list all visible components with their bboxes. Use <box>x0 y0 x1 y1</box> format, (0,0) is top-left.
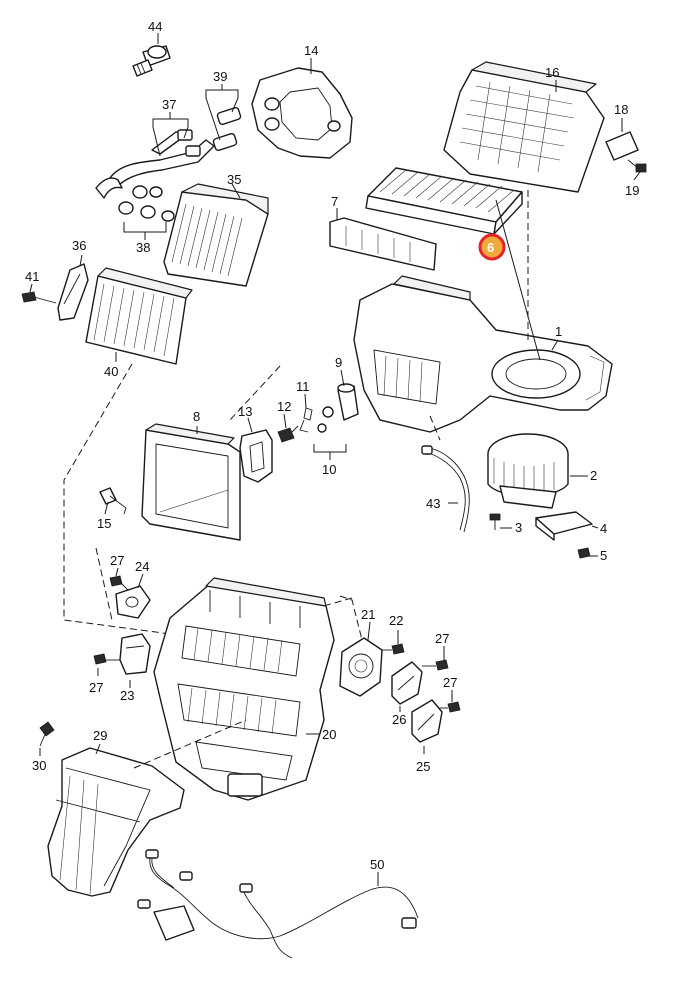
part-2-blower-motor <box>487 433 588 509</box>
callout-37: 37 <box>162 97 176 112</box>
callout-35: 35 <box>227 172 241 187</box>
part-29-air-duct <box>47 743 185 897</box>
callout-19: 19 <box>625 183 639 198</box>
callout-20: 20 <box>322 727 336 742</box>
callout-11: 11 <box>296 379 310 394</box>
callout-25: 25 <box>416 759 430 774</box>
part-5-screw <box>577 547 598 559</box>
callout-24: 24 <box>135 559 149 574</box>
callout-3: 3 <box>515 520 522 535</box>
callout-1: 1 <box>555 324 562 339</box>
part-11-clip <box>299 393 313 433</box>
part-43-cable <box>421 445 470 533</box>
part-3-screw <box>489 513 512 530</box>
callout-23: 23 <box>120 688 134 703</box>
part-50-wiring-harness <box>137 849 419 959</box>
callout-7: 7 <box>331 194 338 209</box>
assembly-boundary-lower <box>339 595 363 641</box>
callout-4: 4 <box>600 521 607 536</box>
part-44-valve <box>132 33 171 77</box>
callout-38: 38 <box>136 240 150 255</box>
part-9-servo <box>337 369 359 421</box>
part-36-bracket <box>57 254 89 321</box>
callout-44: 44 <box>148 19 162 34</box>
callout-10: 10 <box>322 462 336 477</box>
part-14-gasket <box>251 58 353 159</box>
callout-16: 16 <box>545 65 559 80</box>
callout-18: 18 <box>614 102 628 117</box>
part-15-sensor <box>99 487 127 515</box>
part-1-main-housing <box>353 275 613 433</box>
callout-13: 13 <box>238 404 252 419</box>
part-13-bracket <box>239 417 273 483</box>
callout-36: 36 <box>72 238 86 253</box>
callout-43: 43 <box>426 496 440 511</box>
callout-41: 41 <box>25 269 39 284</box>
callout-6: 6 <box>487 240 494 255</box>
part-21-actuator <box>339 621 383 697</box>
assembly-line-6 <box>495 199 541 361</box>
part-22-screw <box>382 630 405 655</box>
part-7-filter-cover <box>329 208 437 271</box>
callout-22: 22 <box>389 613 403 628</box>
part-30-screw <box>39 721 55 756</box>
callout-27b: 27 <box>89 680 103 695</box>
part-27-screw-b <box>93 653 120 676</box>
part-4-resistor <box>535 511 599 541</box>
part-38-orings <box>118 185 175 240</box>
part-37-pipes <box>95 112 215 199</box>
part-8-heater-radiator <box>141 423 241 541</box>
callout-12: 12 <box>277 399 291 414</box>
callout-30: 30 <box>32 758 46 773</box>
callout-5: 5 <box>600 548 607 563</box>
callout-26: 26 <box>392 712 406 727</box>
part-18-clip <box>605 118 639 161</box>
part-12-screw <box>277 413 299 443</box>
callout-39: 39 <box>213 69 227 84</box>
callout-15: 15 <box>97 516 111 531</box>
assembly-boundary <box>63 363 441 637</box>
callout-8: 8 <box>193 409 200 424</box>
part-41-screw <box>21 283 57 304</box>
part-39-connectors <box>205 84 242 152</box>
callout-2: 2 <box>590 468 597 483</box>
part-24-servo <box>115 573 151 619</box>
part-6-cabin-filter <box>365 167 523 235</box>
part-27-screw-c <box>422 646 449 671</box>
part-25-bracket <box>411 699 443 754</box>
callout-21: 21 <box>361 607 375 622</box>
part-10-seals <box>313 406 347 460</box>
callout-50: 50 <box>370 857 384 872</box>
assembly-line-29-20 <box>133 719 247 769</box>
part-26-bracket <box>391 661 423 712</box>
part-19-screw <box>627 159 647 181</box>
part-23-servo <box>119 633 151 688</box>
callout-29: 29 <box>93 728 107 743</box>
callout-27d: 27 <box>443 675 457 690</box>
callout-14: 14 <box>304 43 318 58</box>
callout-9: 9 <box>335 355 342 370</box>
part-20-heater-box <box>153 577 335 801</box>
part-35-evaporator <box>163 183 269 287</box>
callout-27a: 27 <box>110 553 124 568</box>
callout-27c: 27 <box>435 631 449 646</box>
part-40-heater-core <box>85 267 193 365</box>
callout-40: 40 <box>104 364 118 379</box>
highlight-marker-6[interactable] <box>478 233 506 261</box>
part-16-upper-housing <box>443 61 605 193</box>
part-27-screw-a <box>109 567 129 591</box>
